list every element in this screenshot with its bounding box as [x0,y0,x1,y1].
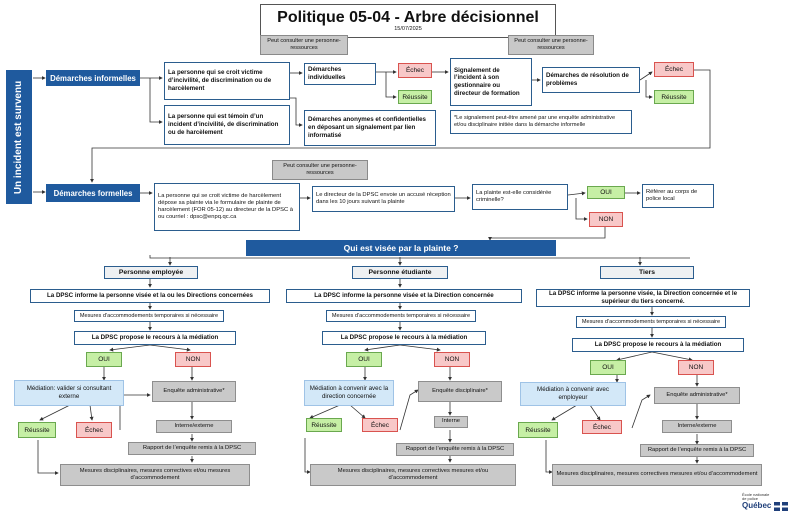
individual-steps-box: Démarches individuelles [304,63,376,85]
consult-tab-1: Peut consulter une personne-ressources [260,35,348,55]
criminal-non: NON [589,212,623,227]
col3-mediation: Médiation à convenir avec employeur [520,382,626,406]
informal-witness-box: La personne qui est témoin d’un incident… [164,105,290,145]
resolution-box: Démarches de résolution de problèmes [542,67,640,93]
col2-non: NON [434,352,470,367]
page-title: Politique 05-04 - Arbre décisionnel [277,8,539,26]
page-date: 15/07/2025 [394,26,422,33]
col1-header: Personne employée [104,266,198,279]
col3-inquiry: Enquête administrative* [654,387,740,404]
echec-1: Échec [398,63,432,78]
quebec-logo: École nationale de police Québec [742,492,796,515]
reussite-1: Réussite [398,90,432,104]
col3-reussite: Réussite [518,422,558,438]
formal-steps-label: Démarches formelles [46,184,140,202]
consult-tab-2: Peut consulter une personne-ressources [508,35,594,55]
echec-2: Échec [654,62,694,77]
col1-inform: La DPSC informe la personne visée et la … [30,289,270,303]
title-box: Politique 05-04 - Arbre décisionnel 15/0… [260,4,556,38]
col3-inform: La DPSC informe la personne visée, la Di… [536,289,750,307]
col2-final: Mesures disciplinaires, mesures correcti… [310,464,516,486]
col2-inquiry: Enquête disciplinaire* [418,381,502,402]
informal-footnote: *Le signalement peut-être amené par une … [450,110,632,134]
col2-mediation-offer: La DPSC propose le recours à la médiatio… [322,331,486,345]
incident-side-label: Un incident est survenu [6,70,32,204]
formal-victim-box: La personne qui se croit victime de harc… [154,183,300,231]
col2-measures: Mesures d’accommodements temporaires si … [326,310,476,322]
col1-measures: Mesures d’accommodements temporaires si … [74,310,224,322]
col2-header: Personne étudiante [352,266,448,279]
col2-report: Rapport de l’enquête remis à la DPSC [396,443,514,456]
col3-echec: Échec [582,420,622,434]
col2-internal: Interne [434,416,468,428]
col1-internal: Interne/externe [156,420,232,433]
col3-final: Mesures disciplinaires, mesures correcti… [552,464,762,486]
col1-oui: OUI [86,352,122,367]
col1-final: Mesures disciplinaires, mesures correcti… [60,464,250,486]
anonymous-steps-box: Démarches anonymes et confidentielles en… [304,110,436,146]
col1-inquiry: Enquête administrative* [152,381,236,402]
quebec-flag-icon [774,501,789,511]
consult-tab-3: Peut consulter une personne-ressources [272,160,368,180]
col2-echec: Échec [362,418,398,432]
col3-mediation-offer: La DPSC propose le recours à la médiatio… [572,338,744,352]
col2-oui: OUI [346,352,382,367]
criminal-oui: OUI [587,186,625,199]
col1-reussite: Réussite [18,422,56,438]
informal-victim-box: La personne qui se croit victime d’inciv… [164,62,290,100]
criminal-question-box: La plainte est-elle considérée criminell… [472,184,568,210]
col1-mediation: Médiation: valider si consultant externe [14,380,124,406]
col3-oui: OUI [590,360,626,375]
col3-measures: Mesures d’accommodements temporaires si … [576,316,726,328]
col1-mediation-offer: La DPSC propose le recours à la médiatio… [74,331,236,345]
col1-non: NON [175,352,211,367]
who-targeted-question: Qui est visée par la plainte ? [246,240,556,256]
col1-echec: Échec [76,422,112,438]
reussite-2: Réussite [654,90,694,104]
col3-non: NON [678,360,714,375]
col3-internal: Interne/externe [662,420,732,433]
col3-header: Tiers [600,266,694,279]
acknowledge-box: Le directeur de la DPSC envoie un accusé… [312,186,455,212]
col2-mediation: Médiation à convenir avec la direction c… [304,380,394,406]
informal-steps-label: Démarches informelles [46,70,140,86]
police-referral-box: Référer au corps de police local [642,184,714,208]
report-incident-box: Signalement de l’incident à son gestionn… [450,58,532,106]
col3-report: Rapport de l’enquête remis à la DPSC [640,444,754,457]
col2-inform: La DPSC informe la personne visée et la … [286,289,522,303]
col2-reussite: Réussite [306,418,342,432]
col1-report: Rapport de l’enquête remis à la DPSC [128,442,256,455]
